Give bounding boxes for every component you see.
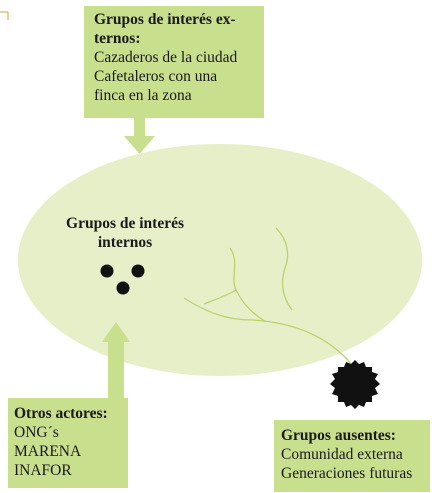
stakeholder-dot-3 — [116, 281, 130, 295]
external-box-title: Grupos de interés ex- ternos: — [94, 11, 236, 47]
others-item-1: ONG´s — [14, 424, 59, 441]
stakeholder-dot-2 — [131, 264, 145, 278]
external-item-3: finca en la zona — [94, 87, 192, 104]
absent-groups-box: Grupos ausentes: Comunidad externa Gener… — [274, 420, 430, 492]
absent-box-title: Grupos ausentes: — [281, 427, 396, 444]
arrow-up — [102, 322, 130, 399]
arrow-down — [124, 118, 155, 154]
internal-stakeholders-title: Grupos de interés internos — [66, 215, 184, 251]
corner-mark — [0, 11, 9, 20]
others-item-2: MARENA — [14, 443, 82, 460]
absent-item-2: Generaciones futuras — [281, 465, 413, 482]
internal-area-ellipse — [18, 144, 422, 376]
absent-item-1: Comunidad externa — [281, 446, 403, 463]
stakeholder-dot-1 — [100, 264, 114, 278]
other-actors-box: Otros actores: ONG´s MARENA INAFOR — [8, 398, 128, 488]
external-item-1: Cazaderos de la ciudad — [94, 49, 238, 66]
spiky-blob — [330, 360, 380, 409]
roots-lines — [183, 227, 355, 369]
others-box-title: Otros actores: — [14, 405, 108, 422]
external-item-2: Cafetaleros con una — [94, 68, 218, 85]
others-item-3: INAFOR — [14, 462, 72, 479]
external-stakeholders-box: Grupos de interés ex- ternos: Cazaderos … — [84, 6, 264, 118]
